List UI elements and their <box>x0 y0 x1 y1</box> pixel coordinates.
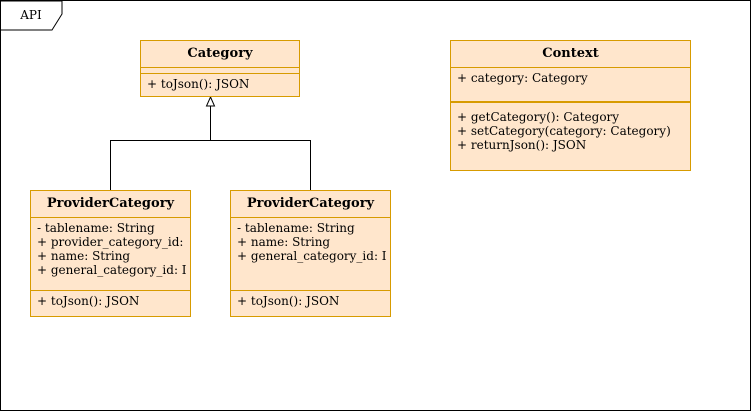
attribute-item: + name: String <box>37 249 131 263</box>
class-context-name: Context <box>451 41 690 68</box>
class-context[interactable]: Context + category: Category + getCatego… <box>450 40 691 171</box>
method-item: + getCategory(): Category <box>457 110 620 124</box>
package-label[interactable]: API <box>20 8 42 22</box>
package-tab <box>1 0 63 31</box>
method-item: + toJson(): JSON <box>147 77 250 91</box>
class-category[interactable]: Category + toJson(): JSON <box>140 40 300 97</box>
class-provider-category-2-attributes: - tablename: String + name: String + gen… <box>231 218 390 291</box>
class-provider-category-2[interactable]: ProviderCategory - tablename: String + n… <box>230 190 391 317</box>
class-provider-category-1-name: ProviderCategory <box>31 191 190 218</box>
class-provider-category-1-attributes: - tablename: String + provider_category_… <box>31 218 190 291</box>
class-context-methods: + getCategory(): Category + setCategory(… <box>451 103 690 152</box>
method-item: + toJson(): JSON <box>37 294 140 308</box>
class-provider-category-1[interactable]: ProviderCategory - tablename: String + p… <box>30 190 191 317</box>
method-item: + toJson(): JSON <box>237 294 340 308</box>
attribute-item: + name: String <box>237 235 331 249</box>
attribute-item: - tablename: String <box>237 221 355 235</box>
method-item: + returnJson(): JSON <box>457 138 587 152</box>
attribute-item: - tablename: String <box>37 221 155 235</box>
attribute-item: + general_category_id: I <box>37 263 187 277</box>
attribute-item: + category: Category <box>457 71 588 85</box>
generalization-arrowhead <box>205 95 216 107</box>
class-category-name: Category <box>141 41 299 68</box>
class-provider-category-2-name: ProviderCategory <box>231 191 390 218</box>
class-category-methods: + toJson(): JSON <box>141 74 299 91</box>
class-category-attributes <box>141 68 299 74</box>
class-context-attributes: + category: Category <box>451 68 690 103</box>
class-provider-category-1-methods: + toJson(): JSON <box>31 291 190 308</box>
attribute-item: + general_category_id: I <box>237 249 387 263</box>
attribute-item: + provider_category_id: <box>37 235 184 249</box>
class-provider-category-2-methods: + toJson(): JSON <box>231 291 390 308</box>
method-item: + setCategory(category: Category) <box>457 124 671 138</box>
inheritance-line-provider-category-1 <box>110 106 211 190</box>
inheritance-line-provider-category-2 <box>210 140 311 190</box>
